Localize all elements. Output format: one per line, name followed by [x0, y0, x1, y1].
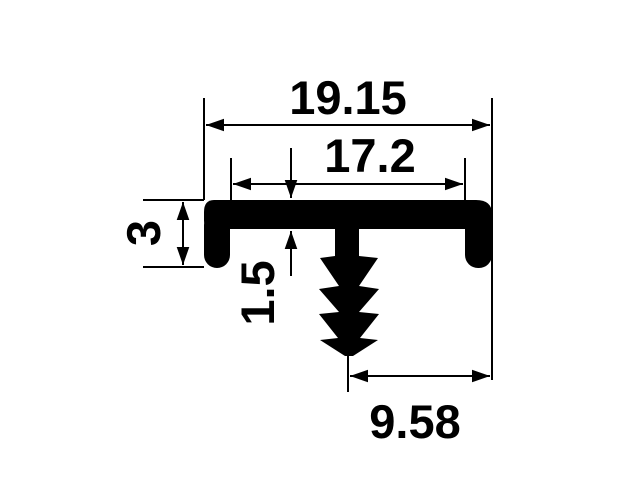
overall-width-label: 19.15	[289, 71, 407, 124]
dimension-inner-width: 17.2	[230, 129, 466, 200]
height-label: 3	[117, 220, 170, 246]
inner-width-label: 17.2	[324, 129, 415, 182]
wall-thickness-label: 1.5	[231, 260, 284, 325]
profile-left-lip	[204, 212, 230, 268]
dimension-overall-width: 19.15	[203, 71, 493, 380]
profile-right-lip	[465, 212, 492, 268]
profile-top-flange	[204, 200, 492, 229]
dimension-wall-thickness: 1.5	[231, 148, 298, 326]
profile-barbed-stem	[319, 226, 379, 356]
dimension-stem-offset: 9.58	[347, 356, 490, 448]
stem-offset-label: 9.58	[369, 395, 460, 448]
t-profile-shape	[204, 200, 492, 356]
dimension-height: 3	[117, 199, 204, 268]
